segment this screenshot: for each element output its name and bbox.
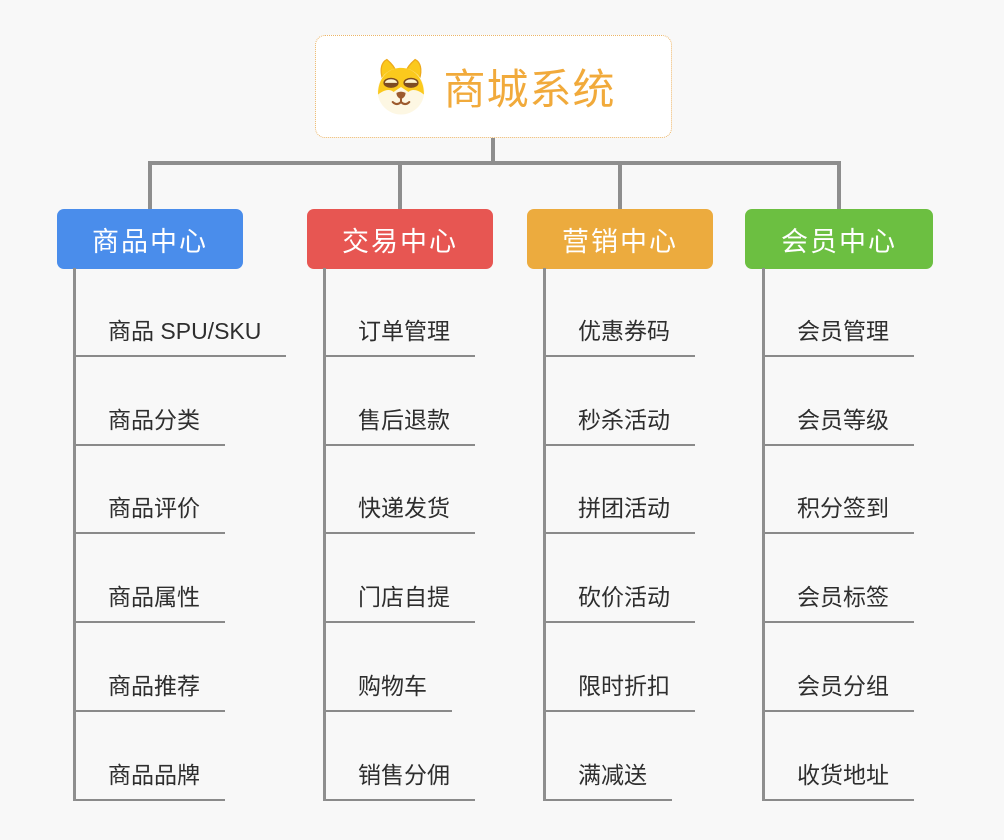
root-node-mall-system[interactable]: 商城系统 (315, 35, 672, 138)
branch-column-member: 会员管理 会员等级 积分签到 会员标签 会员分组 收货地址 (762, 268, 914, 801)
leaf-node[interactable]: 快递发货 (326, 489, 475, 535)
connector-drop-1 (148, 161, 152, 210)
branch-column-product: 商品 SPU/SKU 商品分类 商品评价 商品属性 商品推荐 商品品牌 (73, 268, 287, 801)
leaf-node[interactable]: 商品推荐 (76, 667, 225, 712)
leaf-node[interactable]: 会员分组 (765, 667, 914, 712)
connector-drop-4 (837, 161, 841, 210)
branch-node-member-center[interactable]: 会员中心 (745, 209, 933, 269)
leaf-node[interactable]: 拼团活动 (546, 489, 695, 535)
leaf-node[interactable]: 优惠券码 (546, 312, 695, 357)
leaf-node[interactable]: 商品品牌 (76, 756, 225, 801)
leaf-node[interactable]: 购物车 (326, 667, 452, 712)
connector-drop-2 (398, 161, 402, 210)
leaf-node[interactable]: 售后退款 (326, 401, 475, 446)
leaf-node[interactable]: 商品评价 (76, 489, 225, 535)
leaf-node[interactable]: 商品 SPU/SKU (76, 312, 287, 357)
branch-node-trade-center[interactable]: 交易中心 (307, 209, 493, 269)
leaf-node[interactable]: 会员等级 (765, 401, 914, 446)
leaf-node[interactable]: 秒杀活动 (546, 401, 695, 446)
connector-drop-3 (618, 161, 622, 210)
branch-column-marketing: 优惠券码 秒杀活动 拼团活动 砍价活动 限时折扣 满减送 (543, 268, 695, 801)
leaf-node[interactable]: 会员标签 (765, 578, 914, 624)
leaf-node[interactable]: 限时折扣 (546, 667, 695, 712)
connector-bus (149, 161, 839, 165)
branch-node-marketing-center[interactable]: 营销中心 (527, 209, 713, 269)
branch-column-trade: 订单管理 售后退款 快递发货 门店自提 购物车 销售分佣 (323, 268, 475, 801)
leaf-node[interactable]: 砍价活动 (546, 578, 695, 624)
branch-node-product-center[interactable]: 商品中心 (57, 209, 243, 269)
leaf-node[interactable]: 商品分类 (76, 401, 225, 446)
dog-face-icon (378, 58, 425, 114)
leaf-node[interactable]: 商品属性 (76, 578, 225, 624)
leaf-node[interactable]: 满减送 (546, 756, 672, 801)
leaf-node[interactable]: 会员管理 (765, 312, 914, 357)
connector-root-stub (491, 138, 495, 164)
leaf-node[interactable]: 门店自提 (326, 578, 475, 624)
leaf-node[interactable]: 订单管理 (326, 312, 475, 357)
leaf-node[interactable]: 销售分佣 (326, 756, 475, 801)
root-title: 商城系统 (443, 66, 616, 113)
leaf-node[interactable]: 收货地址 (765, 756, 914, 801)
leaf-node[interactable]: 积分签到 (765, 489, 914, 535)
